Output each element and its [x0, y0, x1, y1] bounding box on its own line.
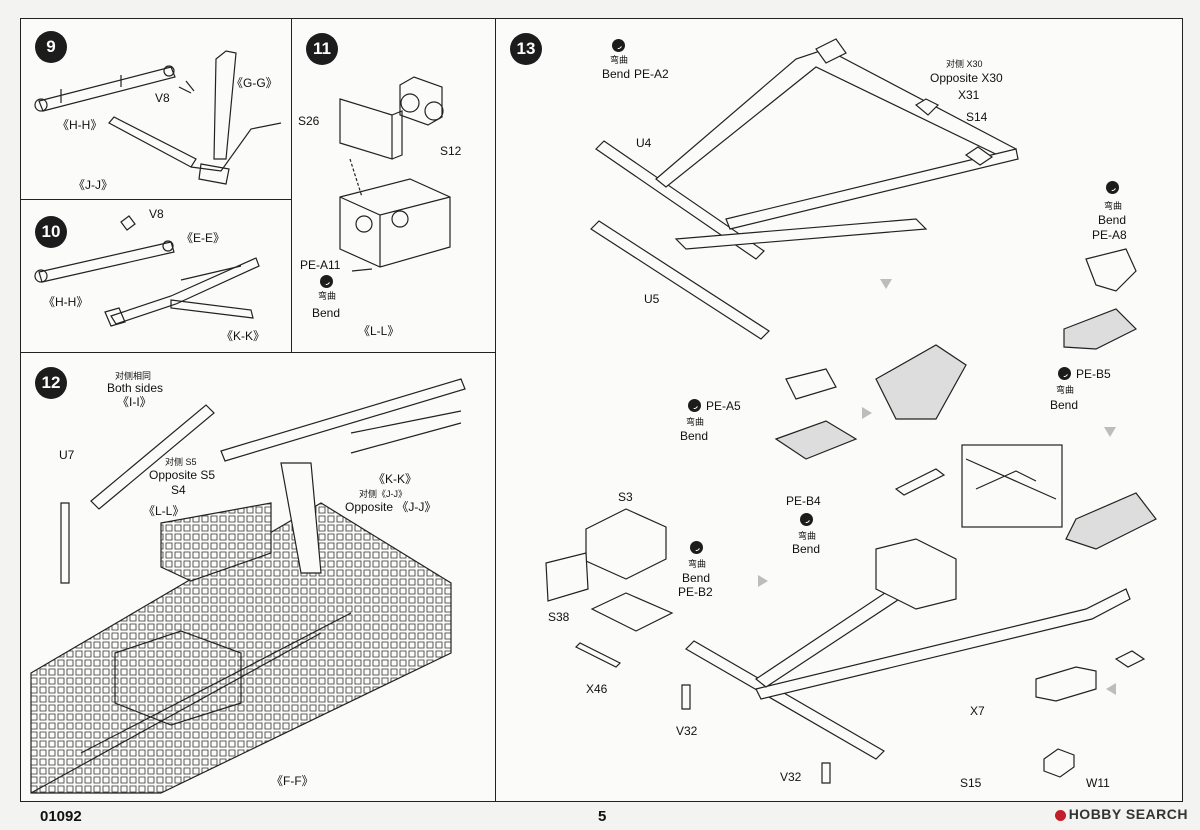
- label-opp-s5-cn: 对侧 S5: [165, 457, 197, 467]
- step-11-panel: 11 S26 S12 PE-A11 弯曲 Bend 《L-L》: [291, 18, 496, 353]
- label-bend-cn-b5: 弯曲: [1056, 385, 1075, 395]
- bend-icon: [1106, 181, 1119, 194]
- label-ff: 《F-F》: [271, 774, 314, 788]
- label-s12: S12: [440, 144, 462, 158]
- label-kk-12: 《K-K》: [373, 472, 418, 486]
- step-13-drawing: [545, 38, 1157, 784]
- label-s4: S4: [171, 483, 186, 497]
- step-12-panel: 12 对侧相同 Both sides 《I-I》: [20, 352, 496, 802]
- label-x46: X46: [586, 682, 608, 696]
- label-w11: W11: [1086, 776, 1110, 790]
- step-12-drawing: [30, 378, 466, 794]
- step-10-panel: 10 V8 《E-E》 《H-H》 《K-K》: [20, 199, 292, 353]
- bend-icon: [688, 399, 701, 412]
- assembly-arrow: [862, 407, 872, 419]
- assembly-arrow: [1104, 427, 1116, 437]
- label-x7: X7: [970, 704, 985, 718]
- label-pe-a2: PE-A2: [634, 67, 669, 81]
- label-ii: 《I-I》: [117, 395, 152, 409]
- label-s26: S26: [298, 114, 320, 128]
- label-s38: S38: [548, 610, 570, 624]
- label-s15: S15: [960, 776, 982, 790]
- step-12-badge: 12: [35, 367, 67, 399]
- assembly-arrow: [880, 279, 892, 289]
- label-v32-b: V32: [780, 770, 802, 784]
- label-opp-s5: Opposite S5: [149, 468, 216, 482]
- label-s3: S3: [618, 490, 633, 504]
- bend-icon: [1058, 367, 1071, 380]
- label-u7: U7: [59, 448, 75, 462]
- step-9-drawing: [34, 50, 282, 185]
- label-kk-10: 《K-K》: [221, 329, 266, 343]
- watermark-logo: HOBBY SEARCH: [1054, 806, 1188, 822]
- label-bend-a8: Bend: [1098, 213, 1127, 227]
- label-hh-10: 《H-H》: [43, 295, 89, 309]
- step-13-badge: 13: [510, 33, 542, 65]
- step-11-drawing: [339, 76, 451, 272]
- label-opp-x30-cn: 对侧 X30: [946, 59, 983, 69]
- label-bend-cn-b4: 弯曲: [798, 531, 817, 541]
- label-pe-a8: PE-A8: [1092, 228, 1127, 242]
- label-bend-b5: Bend: [1050, 398, 1079, 412]
- bend-icon: [690, 541, 703, 554]
- bend-icon: [320, 275, 333, 288]
- step-13-panel: 13: [495, 18, 1183, 802]
- bend-icon: [612, 39, 625, 52]
- label-ll-12: 《L-L》: [143, 504, 185, 518]
- label-bend-b4: Bend: [792, 542, 821, 556]
- label-gg: 《G-G》: [231, 76, 278, 90]
- label-u5: U5: [644, 292, 660, 306]
- label-pe-b2: PE-B2: [678, 585, 713, 599]
- label-bend-cn-a8: 弯曲: [1104, 201, 1123, 211]
- step-10-drawing: [34, 215, 260, 327]
- label-pe-b4: PE-B4: [786, 494, 821, 508]
- label-v32-a: V32: [676, 724, 698, 738]
- label-jj: 《J-J》: [73, 178, 113, 192]
- label-x31: X31: [958, 88, 980, 102]
- label-bend: Bend: [312, 306, 341, 320]
- label-pe-a11: PE-A11: [300, 258, 341, 272]
- watermark-text: HOBBY SEARCH: [1068, 806, 1188, 822]
- label-opp-jj: Opposite 《J-J》: [345, 500, 437, 514]
- label-bend-a5: Bend: [680, 429, 709, 443]
- label-ee: 《E-E》: [181, 231, 226, 245]
- assembly-arrow: [1106, 683, 1116, 695]
- label-bend-cn-a2: 弯曲: [610, 55, 629, 65]
- logo-mark-icon: [1054, 809, 1066, 821]
- label-pe-a5: PE-A5: [706, 399, 741, 413]
- page-number: 5: [598, 808, 607, 825]
- label-v8-10: V8: [149, 207, 164, 221]
- label-hh: 《H-H》: [57, 118, 103, 132]
- label-both-cn: 对侧相同: [115, 371, 152, 381]
- label-bend-cn: 弯曲: [318, 291, 337, 301]
- label-bend-cn-b2: 弯曲: [688, 559, 707, 569]
- label-u4: U4: [636, 136, 652, 150]
- label-bend-a2: Bend: [602, 67, 631, 81]
- label-opp-jj-cn: 对侧《J-J》: [359, 489, 407, 499]
- step-11-badge: 11: [306, 33, 338, 65]
- kit-code: 01092: [40, 808, 82, 825]
- label-pe-b5: PE-B5: [1076, 367, 1111, 381]
- assembly-arrow: [758, 575, 768, 587]
- step-10-badge: 10: [35, 216, 67, 248]
- label-both-sides: Both sides: [107, 381, 164, 395]
- label-bend-cn-a5: 弯曲: [686, 417, 705, 427]
- label-s14: S14: [966, 110, 988, 124]
- label-bend-b2: Bend: [682, 571, 711, 585]
- step-9-badge: 9: [35, 31, 67, 63]
- label-opp-x30: Opposite X30: [930, 71, 1003, 85]
- step-9-panel: 9 《H-H》 V8 《G-G》 《J-J》: [20, 18, 292, 200]
- label-ll: 《L-L》: [358, 324, 400, 338]
- bend-icon: [800, 513, 813, 526]
- label-v8: V8: [155, 91, 170, 105]
